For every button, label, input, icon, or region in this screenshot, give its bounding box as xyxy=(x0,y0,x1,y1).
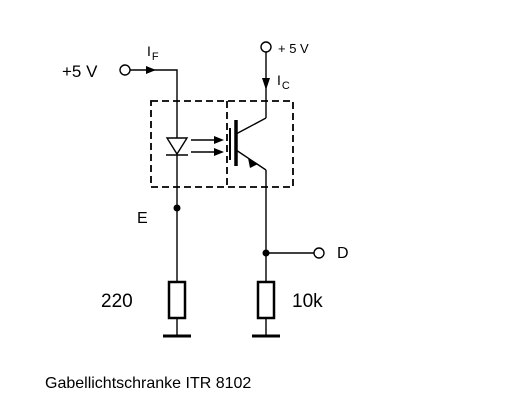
package-outline xyxy=(150,100,294,188)
light-arrowhead-lower xyxy=(214,148,224,156)
resistor-label-left: 220 xyxy=(101,291,133,312)
resistor-label-right: 10k xyxy=(292,291,323,312)
current-arrow-if xyxy=(146,66,156,74)
resistor-right xyxy=(256,280,276,320)
supply-terminal-right xyxy=(260,41,272,53)
current-label-ic-main: I xyxy=(277,72,281,88)
transistor-emitter-arrow xyxy=(248,158,258,168)
current-label-if-sub: F xyxy=(152,51,159,63)
transistor-collector-lead xyxy=(235,117,267,135)
wire-led-anode xyxy=(130,69,178,138)
node-label-e: E xyxy=(137,210,148,227)
light-arrowhead-upper xyxy=(214,136,224,144)
current-label-ic: IC xyxy=(277,72,290,92)
junction-e xyxy=(173,204,181,212)
led-diode-symbol xyxy=(165,137,189,156)
current-label-if-main: I xyxy=(147,43,151,59)
supply-terminal-left xyxy=(119,64,131,76)
current-arrow-ic xyxy=(262,78,270,90)
current-label-ic-sub: C xyxy=(282,80,290,92)
junction-d xyxy=(262,249,270,257)
output-terminal-d xyxy=(313,247,325,259)
resistor-left xyxy=(167,280,187,320)
current-label-if: IF xyxy=(147,43,159,63)
diagram-caption: Gabellichtschranke ITR 8102 xyxy=(45,375,251,392)
supply-label-left: +5 V xyxy=(62,62,98,81)
node-label-d: D xyxy=(337,245,349,262)
supply-label-right: + 5 V xyxy=(278,41,309,56)
